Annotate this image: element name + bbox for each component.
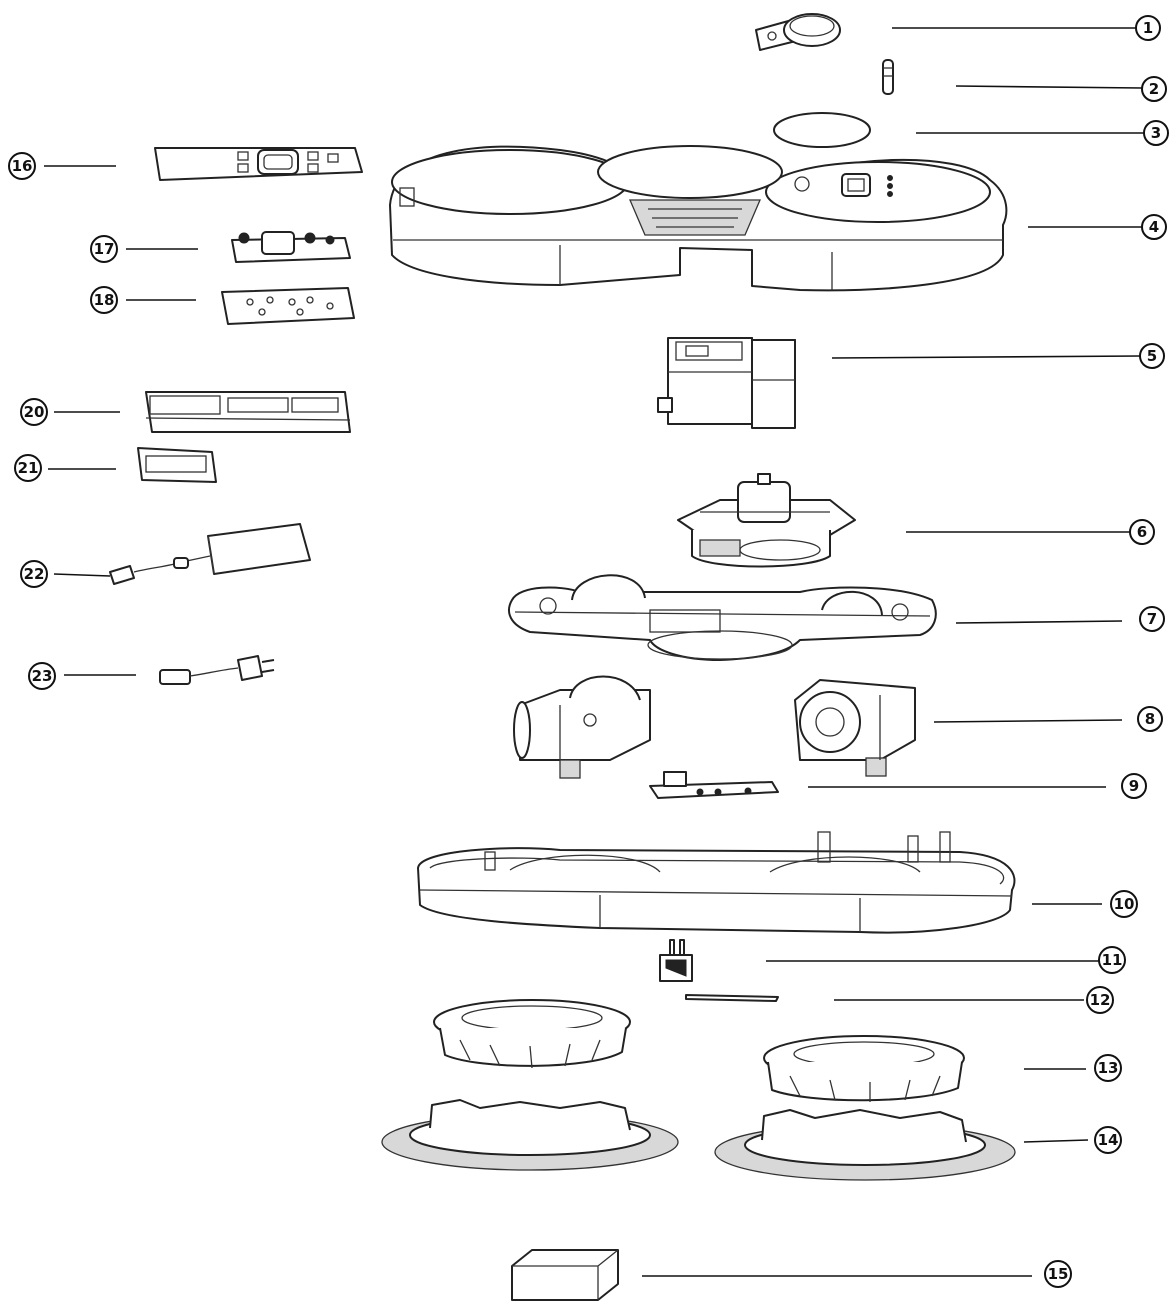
callout-18: 18 xyxy=(90,286,118,314)
callout-17: 17 xyxy=(90,235,118,263)
callout-number: 1 xyxy=(1143,19,1153,37)
callout-number: 13 xyxy=(1098,1059,1119,1077)
callout-21: 21 xyxy=(14,454,42,482)
callout-number: 8 xyxy=(1145,710,1155,728)
callout-20: 20 xyxy=(20,398,48,426)
part-18-button-membrane xyxy=(221,287,355,325)
part-5-tank xyxy=(657,337,796,429)
callout-number: 6 xyxy=(1137,523,1147,541)
callout-9: 9 xyxy=(1121,773,1147,799)
callout-number: 23 xyxy=(32,667,53,685)
callout-12: 12 xyxy=(1086,986,1114,1014)
callout-number: 5 xyxy=(1147,347,1157,365)
part-21-compartment-lid xyxy=(137,447,217,483)
part-8-drive-motors xyxy=(513,675,916,779)
callout-number: 15 xyxy=(1048,1265,1069,1283)
part-3-oval-cover xyxy=(773,112,871,148)
callout-number: 18 xyxy=(94,291,115,309)
callout-number: 21 xyxy=(18,459,39,477)
callout-1: 1 xyxy=(1135,15,1161,41)
part-15-battery xyxy=(511,1249,619,1301)
part-4-top-housing xyxy=(389,145,1008,292)
callout-number: 9 xyxy=(1129,777,1139,795)
part-22-power-adapter xyxy=(109,523,311,585)
part-2-pin xyxy=(882,59,894,95)
callout-number: 16 xyxy=(12,157,33,175)
callout-number: 11 xyxy=(1102,951,1123,969)
callout-5: 5 xyxy=(1139,343,1165,369)
callout-number: 2 xyxy=(1149,80,1159,98)
callout-number: 10 xyxy=(1114,895,1135,913)
callout-14: 14 xyxy=(1094,1126,1122,1154)
part-23-power-cord xyxy=(159,655,275,685)
callout-number: 17 xyxy=(94,240,115,258)
part-13-pad-holders xyxy=(433,999,965,1102)
part-17-control-board xyxy=(231,231,351,263)
callout-15: 15 xyxy=(1044,1260,1072,1288)
callout-8: 8 xyxy=(1137,706,1163,732)
part-1-button-assembly xyxy=(755,13,841,51)
callout-3: 3 xyxy=(1143,120,1169,146)
callout-23: 23 xyxy=(28,662,56,690)
callout-4: 4 xyxy=(1141,214,1167,240)
part-9-sensor-board xyxy=(649,771,779,799)
callout-number: 3 xyxy=(1151,124,1161,142)
callout-16: 16 xyxy=(8,152,36,180)
part-10-base-chassis xyxy=(417,831,1016,934)
callout-22: 22 xyxy=(20,560,48,588)
callout-11: 11 xyxy=(1098,946,1126,974)
callout-number: 14 xyxy=(1098,1131,1119,1149)
part-20-battery-compartment xyxy=(145,391,351,433)
callout-2: 2 xyxy=(1141,76,1167,102)
leader-lines xyxy=(44,27,1144,1277)
callout-7: 7 xyxy=(1139,606,1165,632)
part-14-brush-pads xyxy=(381,1099,1016,1181)
part-11-rocker-switch xyxy=(659,939,693,982)
callout-number: 12 xyxy=(1090,991,1111,1009)
part-12-strip xyxy=(685,994,779,1002)
callout-13: 13 xyxy=(1094,1054,1122,1082)
callout-6: 6 xyxy=(1129,519,1155,545)
part-16-control-panel-cover xyxy=(154,147,363,181)
part-7-chassis-frame xyxy=(508,574,937,661)
part-6-fan-motor xyxy=(677,473,856,568)
callout-10: 10 xyxy=(1110,890,1138,918)
callout-number: 4 xyxy=(1149,218,1159,236)
callout-number: 22 xyxy=(24,565,45,583)
callout-number: 7 xyxy=(1147,610,1157,628)
callout-number: 20 xyxy=(24,403,45,421)
